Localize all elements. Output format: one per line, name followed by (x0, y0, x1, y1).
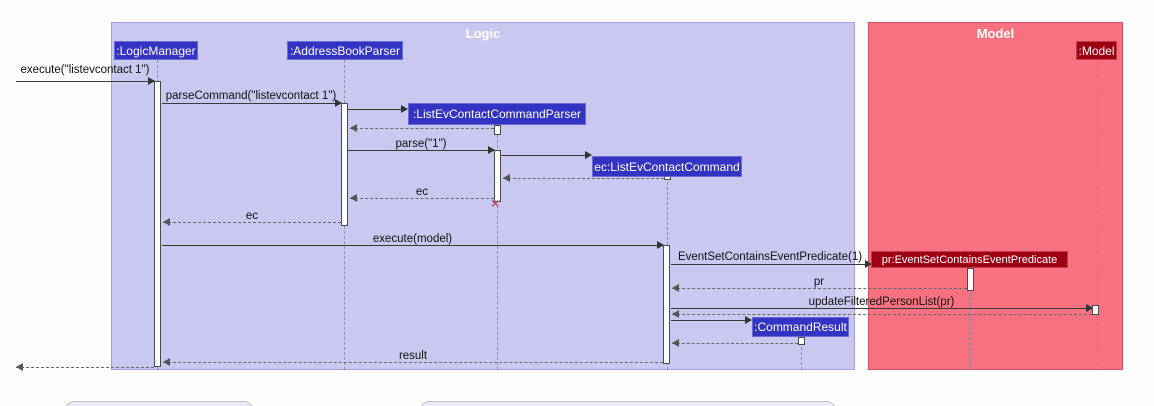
message-line-create-ec-command (501, 155, 590, 156)
arrowhead-icon (672, 339, 679, 347)
message-line-execute (16, 81, 154, 82)
model-frame-title: Model (976, 26, 1015, 41)
message-line-update-filtered-person-list (671, 308, 1092, 309)
arrowhead-icon (148, 77, 155, 85)
arrowhead-icon (335, 99, 342, 107)
bottom-cropped-box-right (420, 401, 836, 406)
message-label-execute-model: execute(model) (372, 233, 453, 245)
model-frame: Model (868, 22, 1123, 370)
logic-frame: Logic (111, 22, 855, 370)
arrowhead-icon (163, 218, 170, 226)
arrowhead-icon (745, 316, 752, 324)
participant-ec-list-ev-contact-command: ec:ListEvContactCommand (592, 156, 742, 177)
participant-address-book-parser: :AddressBookParser (287, 41, 403, 60)
arrowhead-icon (1086, 304, 1093, 312)
participant-pr-event-set-contains-event-predicate: pr:EventSetContainsEventPredicate (871, 251, 1068, 268)
message-line-return-to-caller (16, 367, 154, 368)
message-line-return-ec-parser (350, 198, 494, 199)
message-label-return-result: result (398, 350, 428, 362)
arrowhead-icon (350, 194, 357, 202)
arrowhead-icon (163, 358, 170, 366)
message-line-return-parser-created (350, 128, 494, 129)
arrowhead-icon (16, 363, 23, 371)
command-result-stub-activation (798, 337, 805, 345)
logic-manager-activation (154, 81, 161, 367)
model-activation (1092, 305, 1099, 315)
pr-predicate-lifeline (970, 268, 971, 370)
logic-frame-title: Logic (465, 26, 501, 41)
parser-activation (494, 150, 501, 202)
pr-predicate-activation (967, 268, 974, 291)
message-line-execute-model (162, 245, 663, 246)
destroy-x-icon: × (491, 195, 500, 211)
message-line-return-ec-logic-manager (163, 222, 341, 223)
message-line-return-pr (672, 288, 967, 289)
message-line-create-parser (348, 109, 406, 110)
arrowhead-icon (865, 260, 872, 268)
arrowhead-icon (350, 124, 357, 132)
message-line-return-ec-created (503, 178, 664, 179)
list-ev-contact-command-parser-lifeline (497, 125, 498, 370)
arrowhead-icon (672, 310, 679, 318)
address-book-parser-activation (341, 103, 348, 226)
message-label-parse-command: parseCommand("listevcontact 1") (165, 90, 337, 102)
participant-list-ev-contact-command-parser: :ListEvContactCommandParser (408, 103, 586, 125)
message-line-create-command-result (671, 320, 751, 321)
message-line-return-update-filtered (672, 314, 1092, 315)
participant-logic-manager: :LogicManager (114, 41, 198, 60)
participant-command-result: :CommandResult (752, 317, 849, 337)
message-label-new-event-predicate: EventSetContainsEventPredicate(1) (677, 251, 863, 263)
arrowhead-icon (503, 174, 510, 182)
message-label-execute: execute("listevcontact 1") (20, 64, 150, 76)
participant-model: :Model (1076, 41, 1117, 60)
arrowhead-icon (657, 241, 664, 249)
message-label-return-ec-parser: ec (415, 186, 429, 198)
bottom-cropped-box-left (65, 401, 253, 406)
message-line-return-command-result-created (672, 343, 798, 344)
message-line-parse (348, 150, 494, 151)
parser-creation-stub-activation (494, 125, 501, 135)
command-result-lifeline (801, 337, 802, 370)
message-line-create-pr-predicate (671, 264, 871, 265)
ec-command-activation (663, 245, 670, 364)
arrowhead-icon (488, 146, 495, 154)
model-lifeline (1097, 60, 1098, 370)
arrowhead-icon (672, 284, 679, 292)
arrowhead-icon (401, 105, 408, 113)
arrowhead-icon (585, 151, 592, 159)
message-label-return-ec-logic-manager: ec (245, 210, 259, 222)
message-line-parse-command (162, 103, 341, 104)
message-label-parse: parse("1") (395, 138, 447, 150)
message-label-update-filtered-person-list: updateFilteredPersonList(pr) (808, 296, 955, 308)
message-label-return-pr: pr (813, 276, 825, 288)
message-line-return-result (163, 362, 663, 363)
